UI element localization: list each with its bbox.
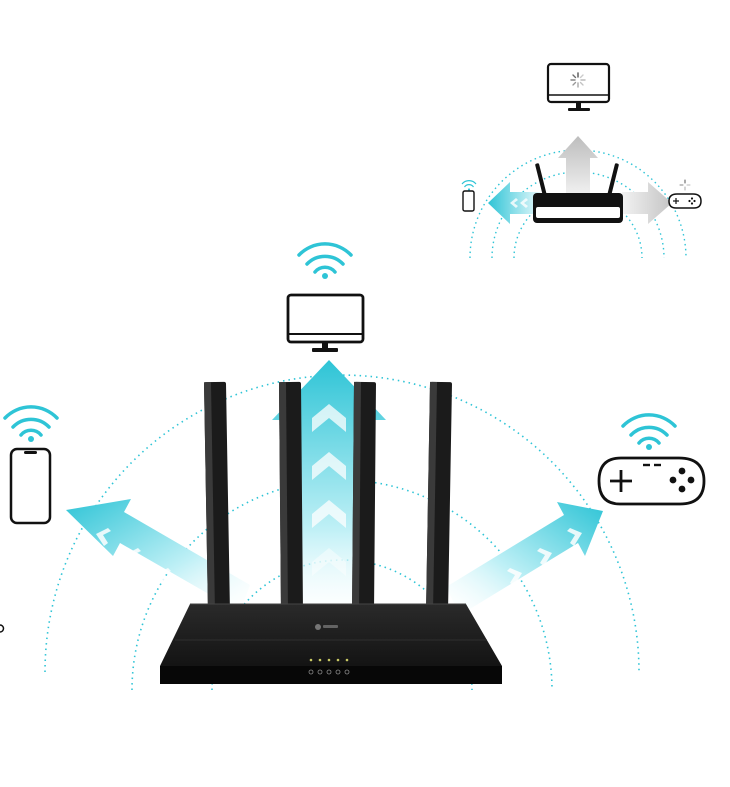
inset-smartphone-icon: [461, 180, 477, 212]
gamepad-icon: [597, 456, 706, 506]
status-icons: [308, 669, 350, 675]
router: [160, 381, 502, 684]
beam-arrow-left: [66, 499, 250, 612]
inset-gamepad-icon: [668, 179, 702, 209]
beam-arrow-right: [446, 502, 603, 615]
tp-link-logo: [315, 624, 338, 630]
smartphone-device: [3, 405, 59, 525]
inset-wifi-icon: [461, 180, 477, 185]
router-antennas: [203, 381, 452, 615]
wifi-icon: [297, 242, 353, 274]
smartphone-icon: [9, 447, 52, 525]
wifi-icon: [621, 413, 677, 445]
loading-spinner-icon: [570, 72, 586, 88]
inset-arrow-up: [558, 136, 598, 196]
monitor-device: [286, 242, 365, 352]
inset-diagram: [461, 62, 702, 259]
gamepad-device: [597, 413, 706, 506]
router-body: [160, 604, 502, 684]
monitor-icon: [286, 293, 365, 352]
edge-fragment: [0, 624, 5, 633]
status-leds: [309, 658, 349, 662]
wifi-icon: [3, 405, 59, 437]
inset-monitor-icon: [546, 62, 611, 111]
inset-router: [533, 163, 623, 223]
inset-arrow-right: [622, 182, 672, 224]
